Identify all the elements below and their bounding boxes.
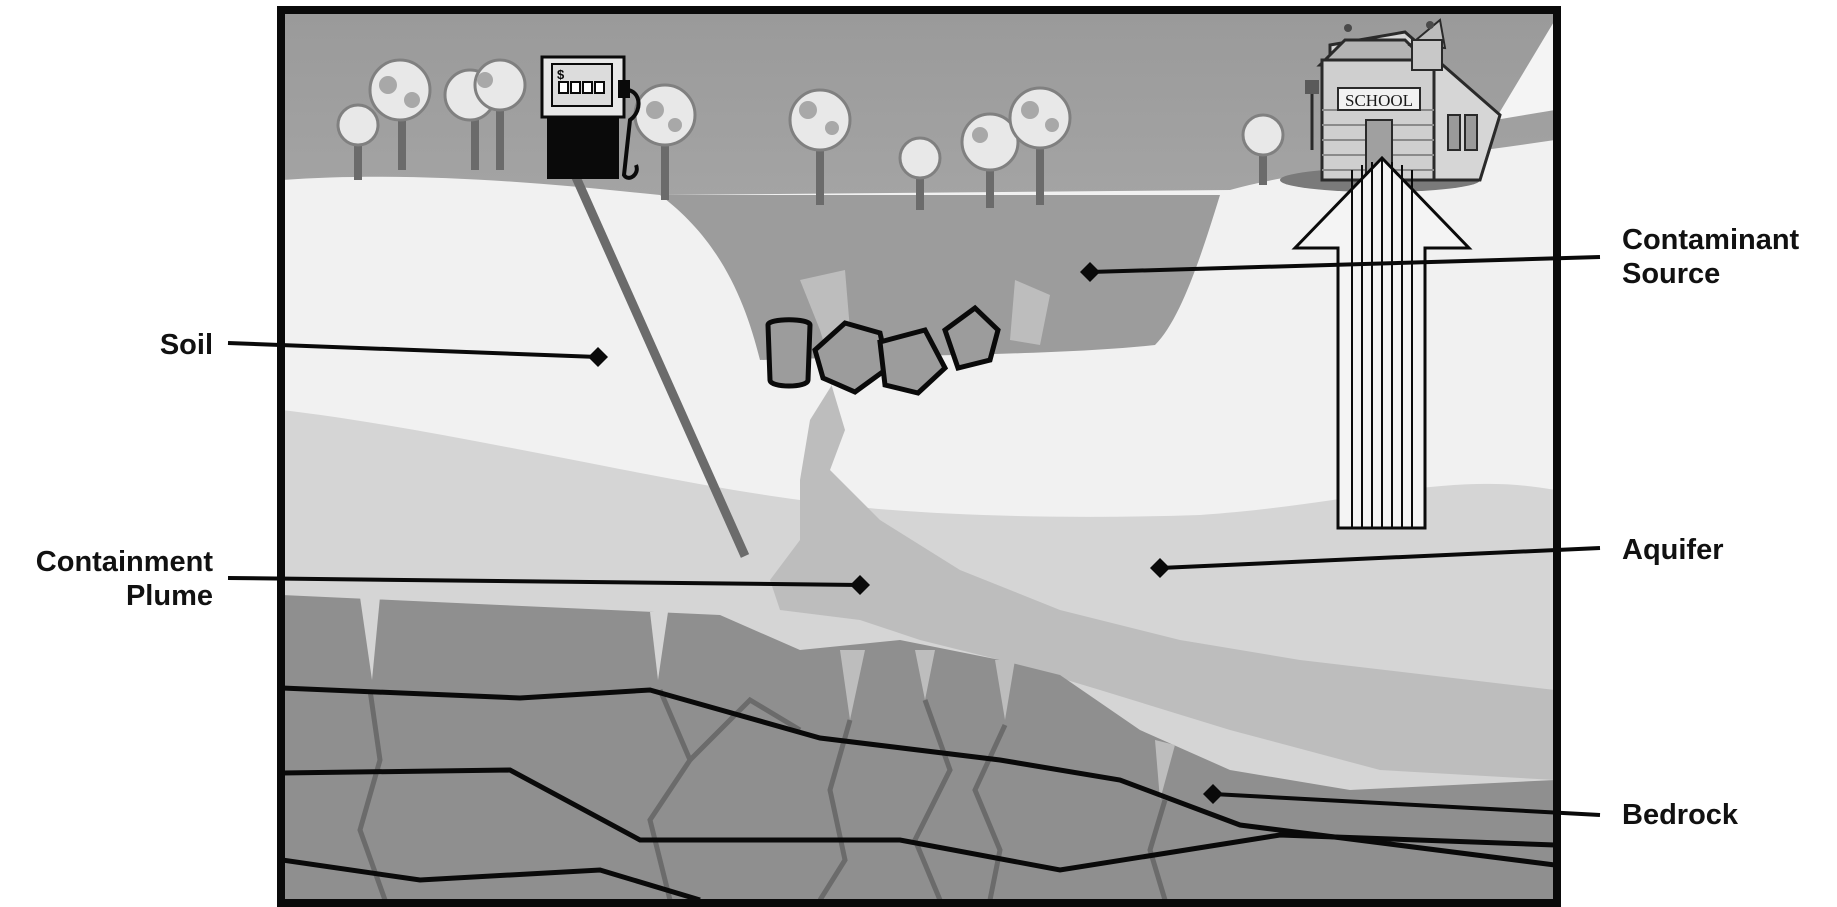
containment-plume-line-1: Containment	[0, 545, 213, 579]
school-sign: SCHOOL	[1345, 91, 1413, 110]
aquifer-label: Aquifer	[1622, 533, 1724, 567]
bedrock-label: Bedrock	[1622, 798, 1738, 832]
contaminant-source-label: Contaminant Source	[1622, 223, 1799, 291]
pump-sign: $	[557, 67, 565, 82]
containment-plume-line-2: Plume	[0, 579, 213, 613]
bedrock-label-text: Bedrock	[1622, 798, 1738, 832]
soil-label: Soil	[138, 328, 213, 362]
gas-pump-icon: $	[542, 57, 639, 179]
containment-plume-label: Containment Plume	[0, 545, 213, 613]
aquifer-label-text: Aquifer	[1622, 533, 1724, 567]
contaminant-source-line-2: Source	[1622, 257, 1799, 291]
soil-label-text: Soil	[138, 328, 213, 362]
contaminant-source-line-1: Contaminant	[1622, 223, 1799, 257]
